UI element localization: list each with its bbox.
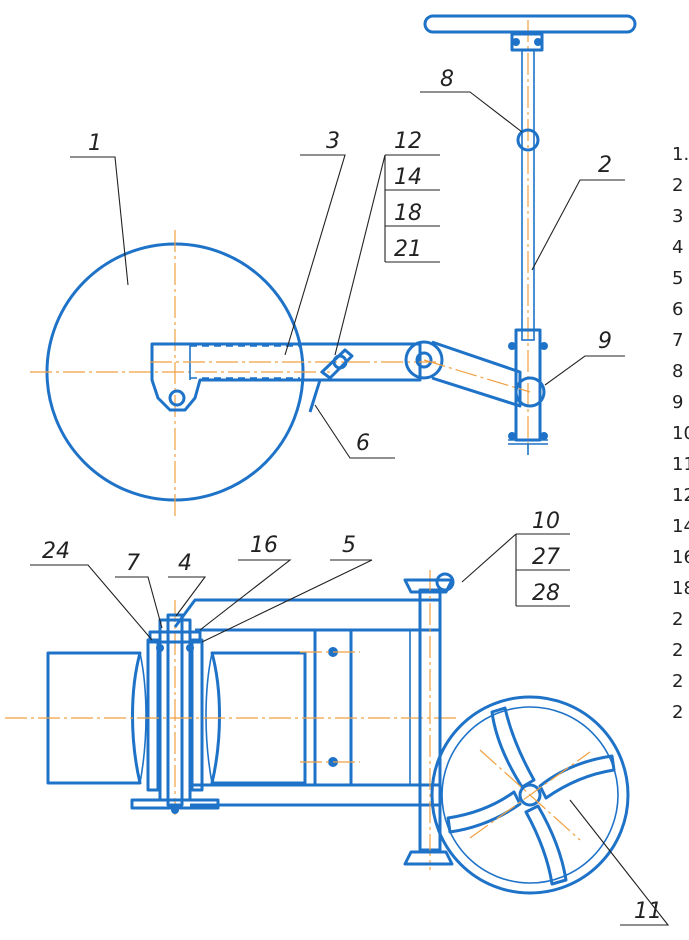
callout-24: 24	[42, 539, 70, 564]
callout-7: 7	[126, 551, 140, 576]
wheel-post	[403, 570, 455, 870]
spec-row: 10	[672, 423, 689, 444]
joint-part-8	[516, 128, 540, 152]
frame	[5, 598, 460, 807]
clamp-part-12	[308, 348, 354, 413]
spec-row: 14	[672, 516, 689, 537]
callout-28: 28	[532, 581, 560, 606]
callout-18: 18	[394, 201, 422, 226]
spec-row: 2	[672, 175, 683, 196]
callout-6: 6	[356, 431, 370, 456]
spec-row: 1.	[672, 144, 689, 165]
callout-2: 2	[598, 153, 612, 178]
callout-4: 4	[178, 551, 192, 576]
spec-row: 2	[672, 640, 683, 661]
spec-list: 1. 2 3 4 5 6 7 8 9 10 11 12 14 16 18 2 2…	[672, 144, 689, 723]
spec-row: 7	[672, 330, 683, 351]
callout-12: 12	[394, 129, 422, 154]
spec-row: 5	[672, 268, 683, 289]
spec-row: 6	[672, 299, 683, 320]
callouts: 1 3 12 14 18 21 6 8 2 9 10 27 28	[30, 67, 670, 926]
callout-21: 21	[394, 237, 422, 262]
callout-9: 9	[598, 329, 612, 354]
spec-row: 4	[672, 237, 683, 258]
handwheel-bar	[423, 14, 637, 52]
link-arm	[423, 340, 531, 408]
spec-row: 18	[672, 578, 689, 599]
callout-5: 5	[342, 533, 356, 558]
spec-row: 3	[672, 206, 683, 227]
spec-row: 2	[672, 609, 683, 630]
beam-part-3	[150, 342, 440, 412]
shaft-assembly	[130, 600, 220, 815]
callout-16: 16	[250, 533, 278, 558]
spec-row: 2	[672, 671, 683, 692]
top-view	[30, 14, 637, 520]
pivot-joint	[404, 340, 444, 380]
drum-block	[46, 651, 307, 785]
spec-row: 2	[672, 702, 683, 723]
screw-column-part-2	[508, 20, 548, 455]
spec-row: 9	[672, 392, 683, 413]
callout-8: 8	[440, 67, 454, 92]
callout-1: 1	[88, 131, 102, 156]
callout-3: 3	[326, 129, 340, 154]
spec-row: 8	[672, 361, 683, 382]
callout-14: 14	[394, 165, 422, 190]
spec-row: 11	[672, 454, 689, 475]
wheel-part-11	[430, 695, 630, 895]
callout-27: 27	[532, 545, 560, 570]
bottom-view	[5, 570, 630, 895]
spec-row: 16	[672, 547, 689, 568]
callout-10: 10	[532, 509, 560, 534]
spec-row: 12	[672, 485, 689, 506]
